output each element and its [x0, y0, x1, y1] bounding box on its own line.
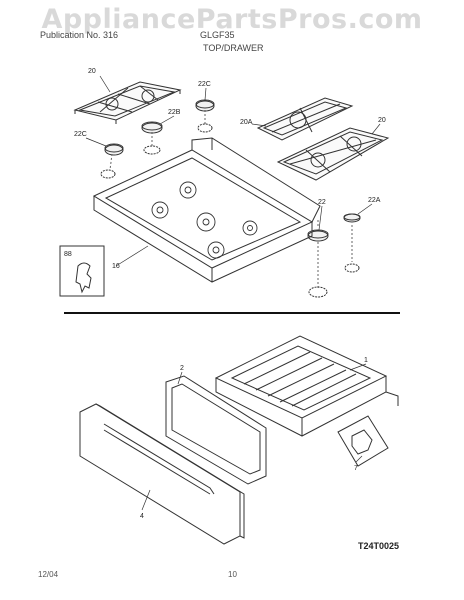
callout-22c-left: 22C — [74, 131, 87, 138]
drawer-front[interactable] — [79, 403, 245, 545]
drawer-panel[interactable] — [165, 375, 267, 485]
footer-date: 12/04 — [38, 570, 59, 579]
grate-center[interactable] — [256, 97, 354, 141]
site-watermark: AppliancePartsPros.com — [41, 4, 423, 35]
grate-right[interactable] — [276, 127, 390, 181]
burner-cap-22c-left[interactable] — [100, 143, 124, 179]
burner-cap-22[interactable] — [307, 229, 329, 298]
callout-22b: 22B — [168, 109, 181, 116]
callout-22c-top: 22C — [198, 81, 211, 88]
callout-cooktop: 16 — [112, 263, 120, 270]
section-divider — [64, 312, 400, 314]
callout-22a: 22A — [368, 197, 381, 204]
drawer-body[interactable] — [214, 335, 399, 437]
callout-grate-right: 20 — [378, 117, 386, 124]
section-title: TOP/DRAWER — [203, 43, 264, 53]
callout-inset-88: 88 — [64, 251, 72, 258]
drawer-clip-7[interactable] — [337, 415, 389, 467]
footer-page-number: 10 — [228, 570, 237, 579]
callout-clip-7: 7 — [354, 465, 358, 472]
callout-drawer-body: 1 — [364, 357, 368, 364]
callout-drawer-front: 4 — [140, 513, 144, 520]
model-header: GLGF35 — [200, 30, 235, 40]
grate-left[interactable] — [73, 81, 182, 124]
callout-grate-center: 20A — [240, 119, 253, 126]
burner-cap-22a[interactable] — [343, 213, 361, 273]
callout-grate-left: 20 — [88, 68, 96, 75]
cooktop[interactable] — [92, 137, 321, 283]
diagram-code: T24T0025 — [358, 541, 400, 551]
callout-22: 22 — [318, 199, 326, 206]
callout-drawer-panel: 2 — [180, 365, 184, 372]
inset-part-88[interactable] — [59, 245, 105, 297]
publication-header: Publication No. 316 — [40, 30, 119, 40]
